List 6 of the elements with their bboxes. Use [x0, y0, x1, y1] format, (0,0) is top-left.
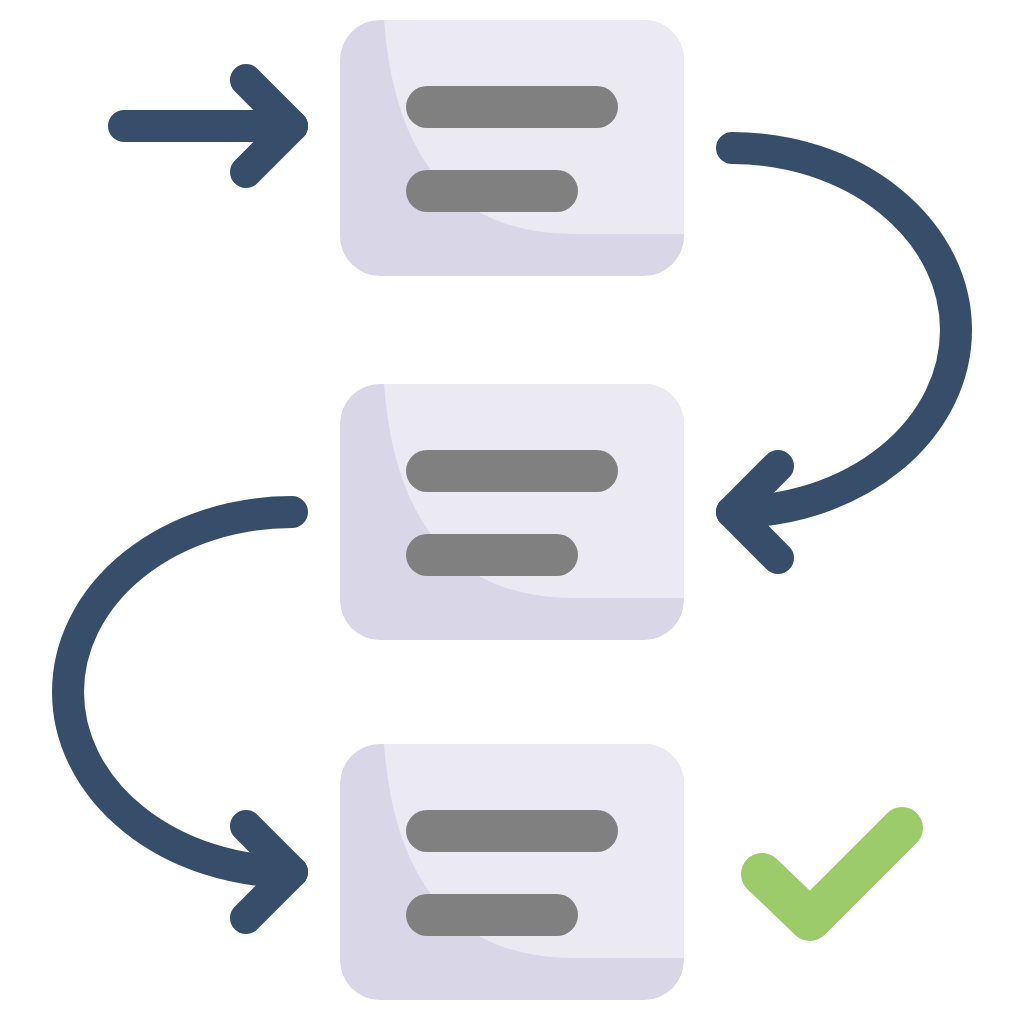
document-card — [340, 20, 684, 276]
document-card — [340, 744, 684, 1000]
document-card — [340, 384, 684, 640]
curved-arrow — [716, 132, 972, 572]
arrow — [108, 64, 308, 188]
curved-arrow — [52, 496, 308, 932]
